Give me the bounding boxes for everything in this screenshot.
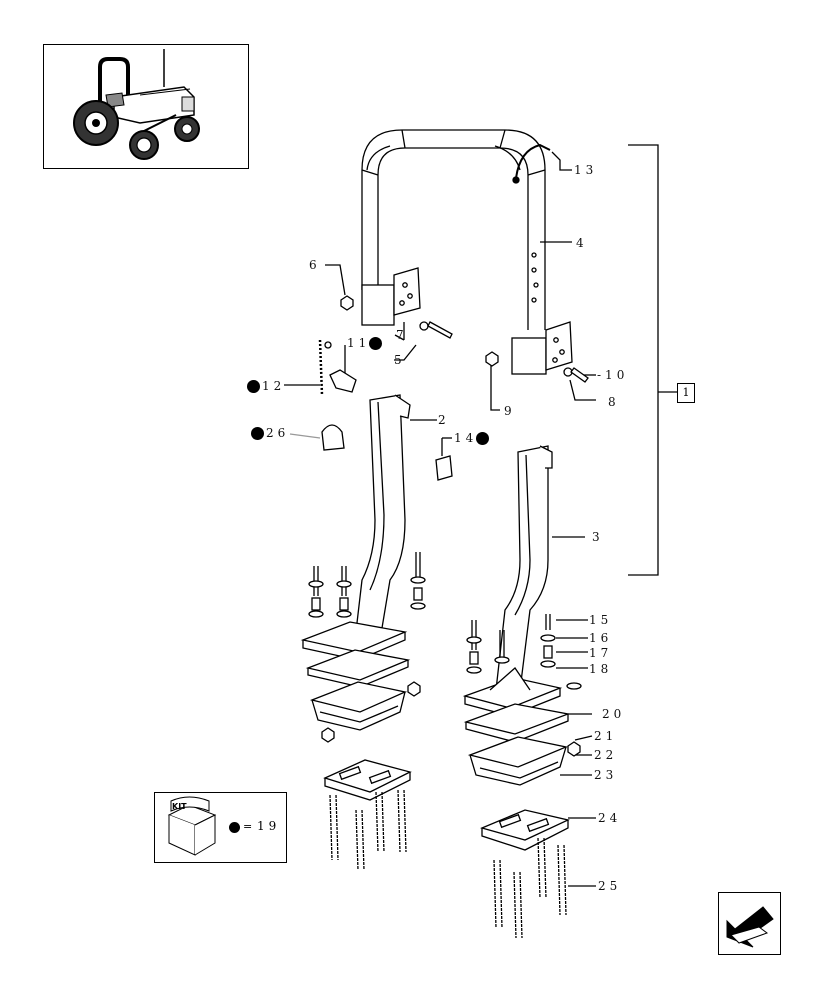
- label-part-5[interactable]: 5: [394, 353, 406, 367]
- kit-equals: =: [243, 820, 256, 833]
- label-part-21[interactable]: 21: [594, 729, 618, 743]
- label-part-13[interactable]: 13: [574, 163, 598, 177]
- label-part-10[interactable]: -10: [597, 368, 629, 382]
- label-part-3[interactable]: 3: [592, 530, 604, 544]
- tractor-icon: [73, 49, 200, 160]
- label-part-9[interactable]: 9: [504, 404, 516, 418]
- rops-upper-frame: [361, 129, 573, 375]
- back-navigation-button[interactable]: [718, 892, 781, 955]
- label-part-16[interactable]: 16: [589, 631, 613, 645]
- kit-part-number[interactable]: 19: [257, 819, 281, 833]
- kit-marker-12: [247, 380, 260, 393]
- kit-marker-11: [369, 337, 382, 350]
- right-bolt-set: [466, 614, 582, 690]
- label-part-6[interactable]: 6: [309, 258, 321, 272]
- label-part-14[interactable]: 14: [454, 431, 478, 445]
- kit-label: KIT: [172, 802, 187, 811]
- label-part-26[interactable]: 26: [266, 426, 290, 440]
- label-part-7[interactable]: 7: [396, 328, 408, 342]
- tractor-thumbnail: [43, 44, 249, 169]
- label-part-22[interactable]: 22: [594, 748, 618, 762]
- label-part-23[interactable]: 23: [594, 768, 618, 782]
- label-part-18[interactable]: 18: [589, 662, 613, 676]
- label-part-17[interactable]: 17: [589, 646, 613, 660]
- label-part-25[interactable]: 25: [598, 879, 622, 893]
- kit-box-icon: [167, 796, 217, 856]
- kit-dot-icon: [229, 822, 240, 833]
- kit-marker-14: [476, 432, 489, 445]
- kit-marker-26: [251, 427, 264, 440]
- label-part-8[interactable]: 8: [608, 395, 620, 409]
- assembly-reference-box[interactable]: 1: [677, 383, 695, 403]
- label-part-11[interactable]: 11: [347, 336, 371, 350]
- label-part-15[interactable]: 15: [589, 613, 613, 627]
- label-part-2[interactable]: 2: [438, 413, 450, 427]
- label-part-20[interactable]: 20: [602, 707, 626, 721]
- back-arrow-icon: [726, 906, 774, 948]
- label-part-12[interactable]: 12: [262, 379, 286, 393]
- left-bolt-set: [308, 552, 426, 618]
- kit-legend: KIT = 19: [154, 792, 287, 863]
- label-part-4[interactable]: 4: [576, 236, 588, 250]
- label-part-24[interactable]: 24: [598, 811, 622, 825]
